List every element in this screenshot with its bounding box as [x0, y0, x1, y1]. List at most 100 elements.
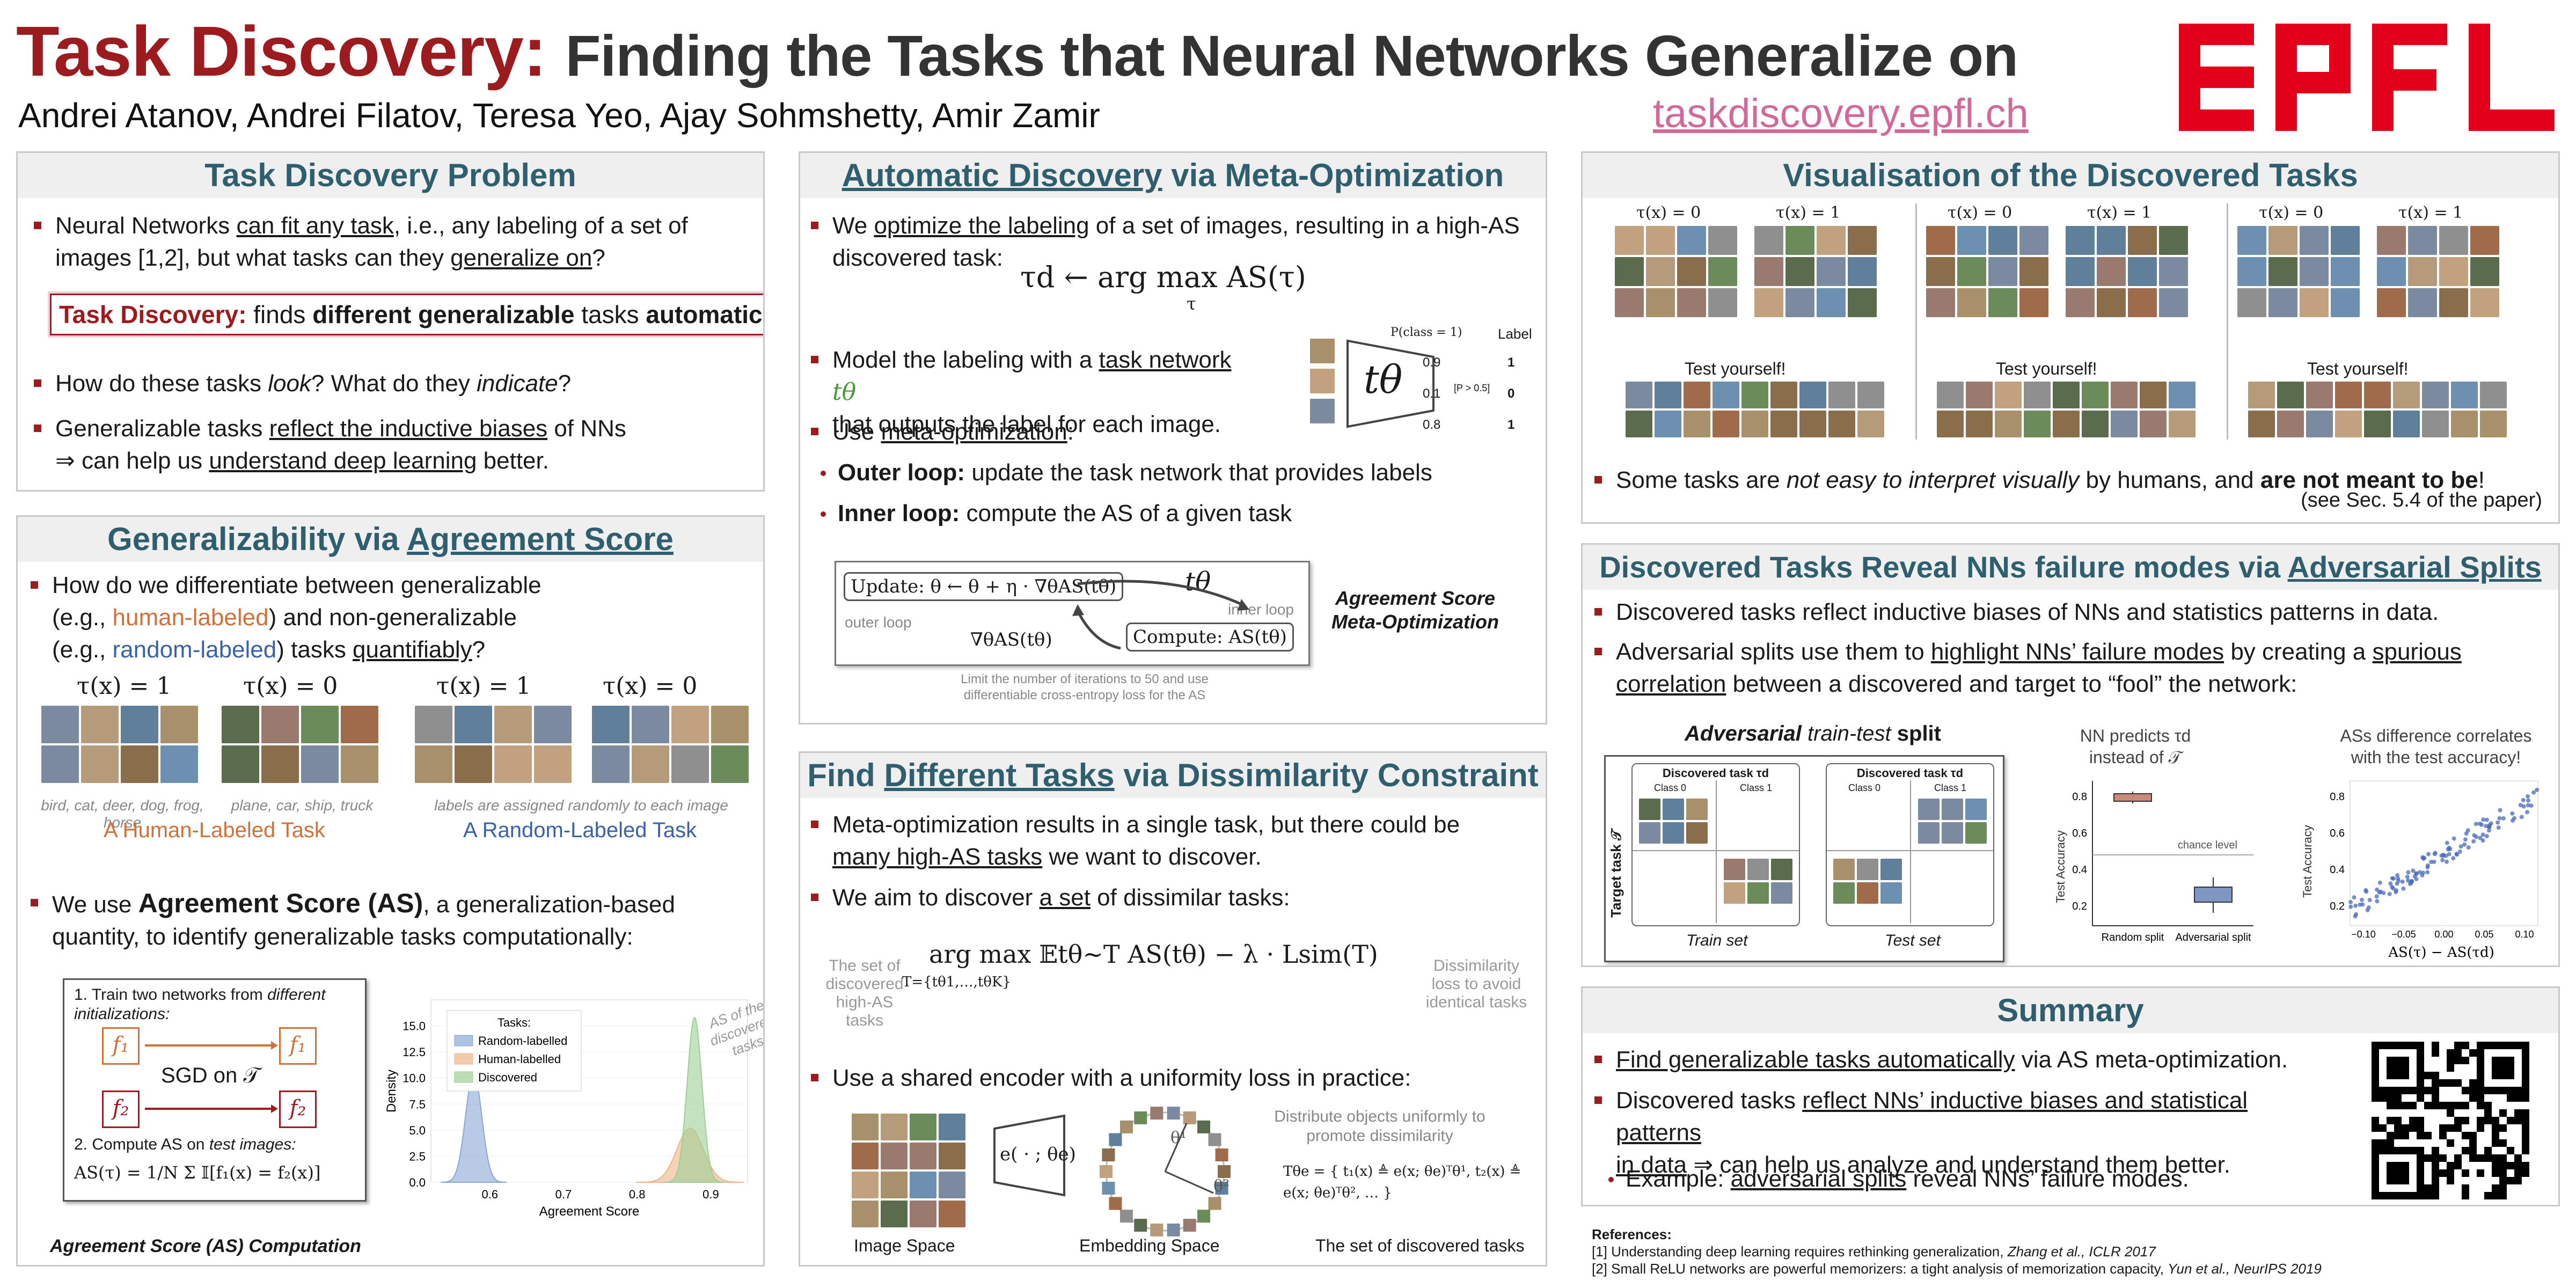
network-f2-init: f₂	[102, 1091, 140, 1128]
image-thumbnail	[1966, 411, 1993, 437]
scatter-point	[2466, 845, 2471, 850]
scatter-point	[2445, 840, 2449, 845]
scatter-point	[2463, 837, 2468, 842]
tau-0-label: τ(x) = 0	[603, 672, 698, 700]
qr-module	[2484, 1049, 2492, 1057]
qr-module	[2424, 1177, 2432, 1184]
embedded-image	[1167, 1107, 1180, 1120]
qr-module	[2469, 1192, 2477, 1199]
image-thumbnail	[1799, 382, 1826, 408]
test-class0: Class 0	[1848, 782, 1881, 793]
image-thumbnail	[1988, 288, 2017, 317]
qr-module	[2402, 1162, 2409, 1169]
scatter-point	[2454, 852, 2459, 857]
qr-module	[2492, 1147, 2499, 1154]
qr-module	[2514, 1139, 2522, 1147]
scatter-point	[2405, 874, 2410, 879]
qr-module	[2424, 1169, 2432, 1177]
qr-module	[2484, 1064, 2492, 1072]
qr-module	[2454, 1139, 2462, 1147]
image-thumbnail	[534, 706, 572, 743]
qr-module	[2522, 1072, 2529, 1079]
qr-module	[2417, 1132, 2424, 1139]
qr-module	[2454, 1184, 2462, 1192]
qr-module	[2499, 1057, 2507, 1064]
image-thumbnail	[2300, 226, 2329, 255]
qr-module	[2394, 1169, 2402, 1177]
qr-module	[2514, 1094, 2522, 1102]
qr-module	[2507, 1147, 2514, 1154]
qr-module	[2432, 1109, 2439, 1117]
qr-module	[2387, 1192, 2394, 1199]
image-thumbnail	[2277, 411, 2304, 437]
qr-module	[2372, 1162, 2379, 1169]
sgd-label: SGD on 𝒯	[161, 1064, 260, 1087]
qr-module	[2447, 1042, 2454, 1049]
qr-module	[2522, 1124, 2529, 1132]
qr-module	[2417, 1169, 2424, 1177]
image-thumbnail	[2439, 288, 2468, 317]
qr-module	[2424, 1192, 2432, 1199]
scatter-point	[2360, 897, 2365, 902]
qr-module	[2522, 1094, 2529, 1102]
test-class1: Class 1	[1934, 782, 1967, 793]
image-thumbnail	[160, 745, 198, 783]
image-thumbnail	[852, 1114, 879, 1140]
qr-module	[2484, 1184, 2492, 1192]
qr-module	[2492, 1169, 2499, 1177]
qr-module	[2417, 1147, 2424, 1154]
qr-module	[2447, 1192, 2454, 1199]
image-thumbnail	[939, 1172, 965, 1198]
qr-module	[2424, 1139, 2432, 1147]
scatter-point	[2471, 839, 2476, 844]
qr-code[interactable]	[2372, 1042, 2529, 1199]
website-link[interactable]: taskdiscovery.epfl.ch	[1653, 91, 2029, 136]
qr-module	[2484, 1132, 2492, 1139]
embedded-image	[1215, 1148, 1228, 1162]
scatter-point	[2462, 842, 2467, 847]
qr-module	[2462, 1072, 2469, 1079]
image-thumbnail	[2306, 382, 2333, 408]
qr-module	[2372, 1184, 2379, 1192]
svg-text:AS(τ) − AS(τd): AS(τ) − AS(τd)	[2388, 945, 2494, 961]
image-thumbnail	[1639, 799, 1660, 820]
qr-module	[2462, 1124, 2469, 1132]
qr-module	[2454, 1192, 2462, 1199]
qr-module	[2477, 1064, 2484, 1072]
test-yourself-images	[1937, 382, 2196, 437]
qr-module	[2379, 1169, 2387, 1177]
qr-module	[2424, 1117, 2432, 1124]
qr-module	[2394, 1132, 2402, 1139]
svg-text:0.2: 0.2	[2072, 901, 2087, 912]
legend-title: Tasks:	[497, 1016, 531, 1029]
image-thumbnail	[494, 706, 532, 743]
qr-module	[2484, 1147, 2492, 1154]
qr-module	[2477, 1109, 2484, 1117]
qr-module	[2447, 1177, 2454, 1184]
input-images	[1310, 339, 1335, 423]
qr-module	[2499, 1117, 2507, 1124]
paper-section-ref: (see Sec. 5.4 of the paper)	[2301, 489, 2542, 511]
image-thumbnail	[1741, 382, 1768, 408]
scatter-point	[2477, 821, 2482, 826]
qr-module	[2424, 1042, 2432, 1049]
qr-module	[2402, 1079, 2409, 1087]
scatter-point	[2363, 888, 2368, 892]
qr-module	[2432, 1064, 2439, 1072]
scatter-point	[2394, 888, 2398, 892]
qr-module	[2454, 1177, 2462, 1184]
density-discovered	[664, 1016, 725, 1183]
scatter-point	[2407, 881, 2412, 886]
qr-module	[2372, 1109, 2379, 1117]
scatter-point	[2457, 849, 2462, 854]
qr-module	[2514, 1109, 2522, 1117]
qr-module	[2379, 1184, 2387, 1192]
qr-module	[2477, 1154, 2484, 1162]
qr-module	[2387, 1049, 2394, 1057]
task-network-symbol: tθ	[1364, 357, 1403, 402]
y-tick-label: 15.0	[402, 1020, 426, 1033]
qr-module	[2387, 1109, 2394, 1117]
image-thumbnail	[939, 1114, 965, 1140]
qr-module	[2432, 1124, 2439, 1132]
qr-module	[2492, 1064, 2499, 1072]
